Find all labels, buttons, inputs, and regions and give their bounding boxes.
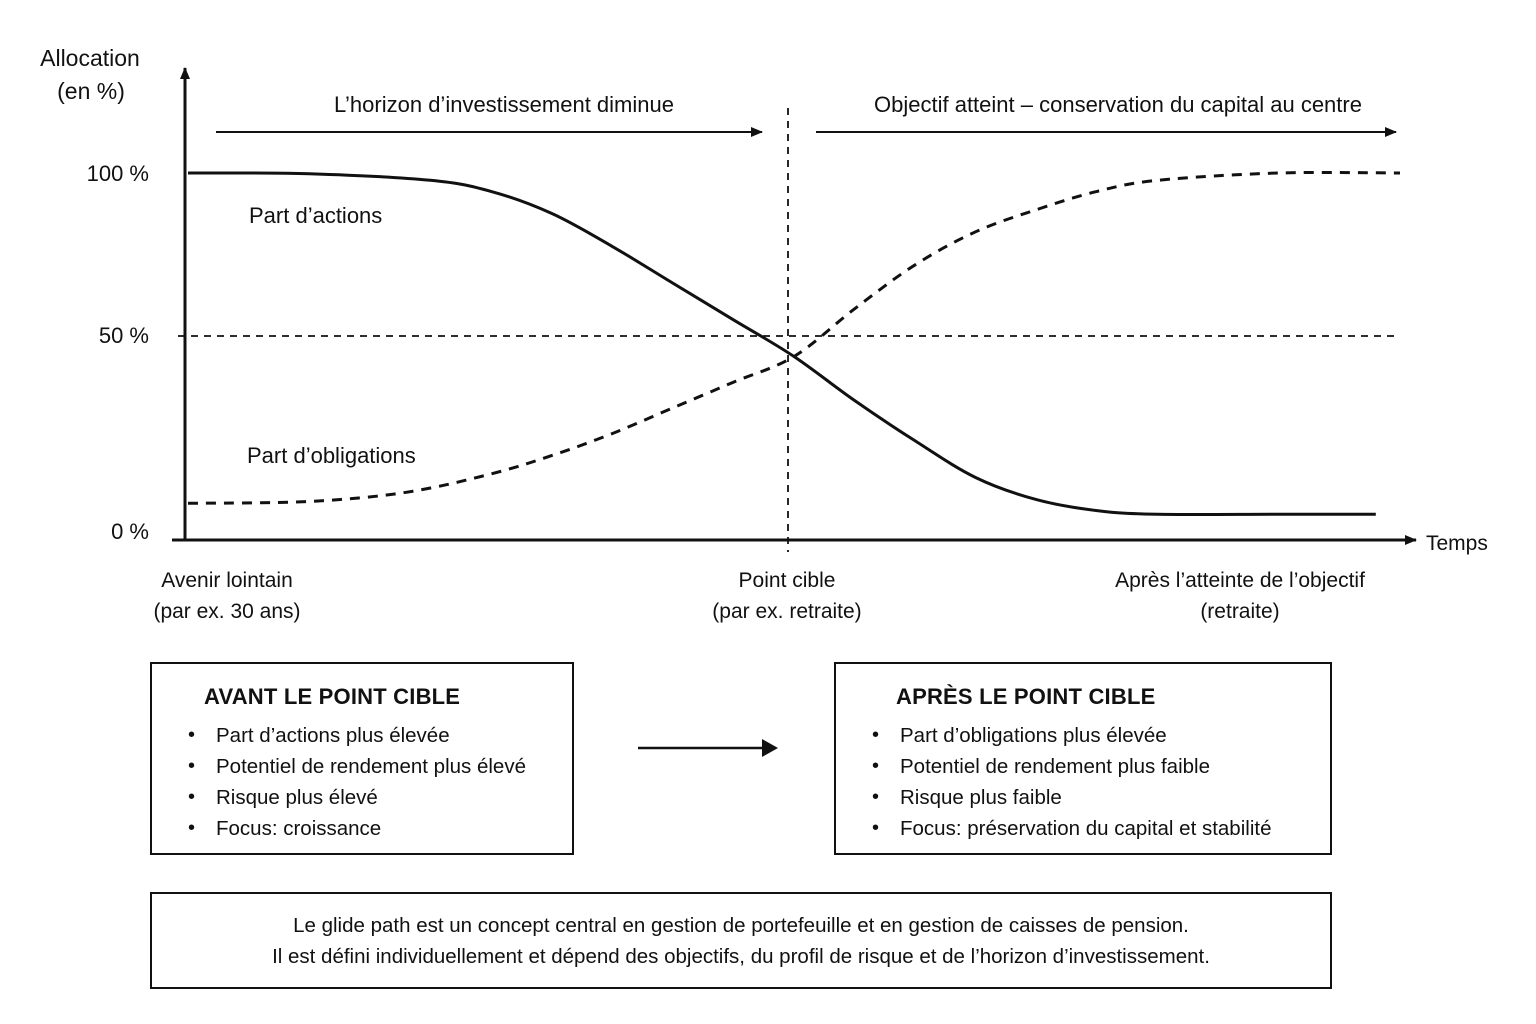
goal-reached-arrow-label: Objectif atteint – conservation du capit… xyxy=(874,92,1362,117)
before-target-title: AVANT LE POINT CIBLE xyxy=(204,684,461,709)
list-item: Risque plus faible xyxy=(872,782,1271,813)
list-item: Part d’actions plus élevée xyxy=(188,720,526,751)
before-target-box: AVANT LE POINT CIBLE Part d’actions plus… xyxy=(150,662,574,855)
bond-share-line xyxy=(187,170,1401,505)
list-item: Part d’obligations plus élevée xyxy=(872,720,1271,751)
x-label-target-line2: (par ex. retraite) xyxy=(712,600,861,623)
horizon-arrow-label: L’horizon d’investissement diminue xyxy=(334,92,674,117)
x-label-far-future-line1: Avenir lointain xyxy=(161,569,293,592)
x-label-after-goal-line2: (retraite) xyxy=(1200,600,1279,623)
x-axis-title: Temps xyxy=(1426,532,1488,555)
glide-path-note-box: Le glide path est un concept central en … xyxy=(150,892,1332,989)
list-item: Potentiel de rendement plus élevé xyxy=(188,751,526,782)
before-target-list: Part d’actions plus élevée Potentiel de … xyxy=(188,720,526,844)
bond-share-label: Part d’obligations xyxy=(247,443,416,468)
transition-arrow xyxy=(638,739,778,757)
after-target-title: APRÈS LE POINT CIBLE xyxy=(896,684,1156,709)
y-tick-50: 50 % xyxy=(99,323,149,348)
y-tick-0: 0 % xyxy=(111,519,149,544)
note-line-2: Il est défini individuellement et dépend… xyxy=(272,945,1210,968)
y-axis-title-line1: Allocation xyxy=(40,45,140,71)
note-line-1: Le glide path est un concept central en … xyxy=(293,914,1189,937)
y-axis-title-line2: (en %) xyxy=(57,78,125,104)
list-item: Focus: croissance xyxy=(188,813,526,844)
list-item: Focus: préservation du capital et stabil… xyxy=(872,813,1271,844)
glide-path-chart: Allocation (en %) Temps 100 % 50 % 0 % L… xyxy=(40,45,1488,623)
list-item: Risque plus élevé xyxy=(188,782,526,813)
x-label-after-goal-line1: Après l’atteinte de l’objectif xyxy=(1115,569,1365,592)
after-target-box: APRÈS LE POINT CIBLE Part d’obligations … xyxy=(834,662,1332,855)
list-item: Potentiel de rendement plus faible xyxy=(872,751,1271,782)
equity-share-line xyxy=(187,171,1376,517)
x-label-far-future-line2: (par ex. 30 ans) xyxy=(153,600,300,623)
equity-share-label: Part d’actions xyxy=(249,203,382,228)
after-target-list: Part d’obligations plus élevée Potentiel… xyxy=(872,720,1271,844)
y-tick-100: 100 % xyxy=(87,161,149,186)
x-label-target-line1: Point cible xyxy=(739,569,836,592)
